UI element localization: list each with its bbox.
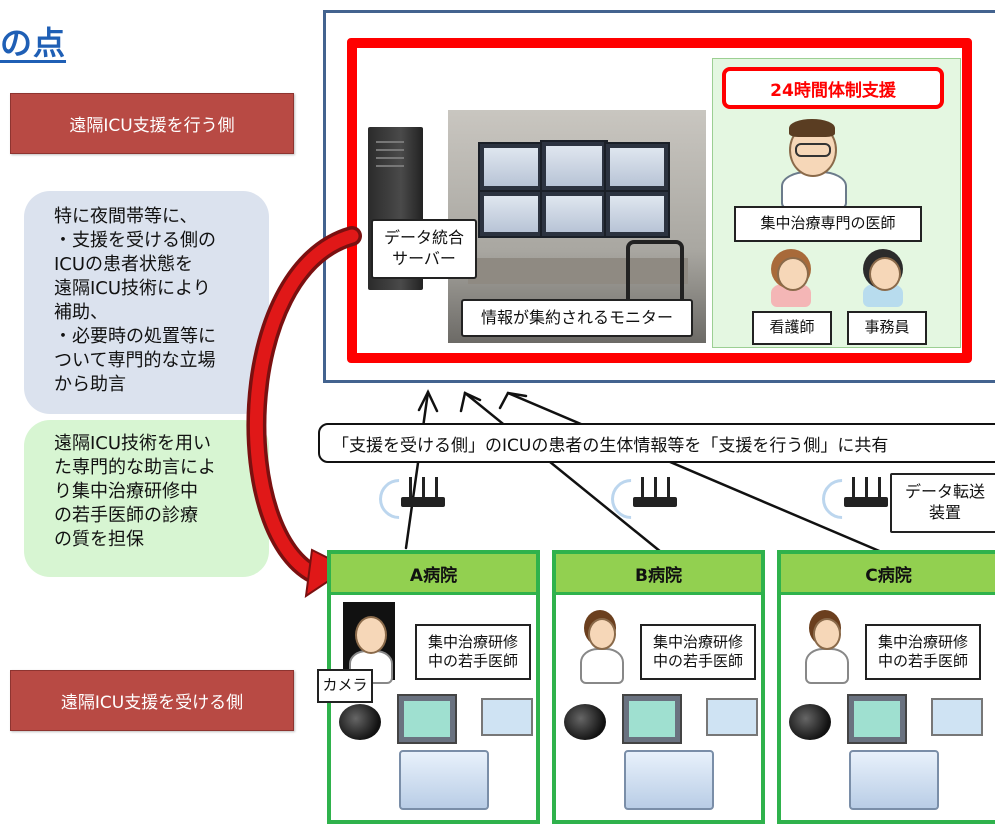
callout-line: た専門的な助言によ	[54, 456, 216, 478]
resident-label-line: 中の若手医師	[877, 652, 968, 670]
camera-label: カメラ	[317, 669, 373, 703]
callout-line: り集中治療研修中	[54, 480, 198, 502]
monitoring-room-photo	[448, 110, 706, 343]
hospital-name: B病院	[556, 554, 761, 595]
monitor-icon	[540, 140, 608, 192]
callout-line: の質を担保	[54, 528, 144, 550]
device-label-line: 装置	[928, 503, 961, 522]
resident-label-line: 中の若手医師	[427, 652, 518, 670]
support-flow-arrow-icon	[246, 226, 362, 599]
hospital-b-panel: B病院 集中治療研修中の若手医師	[552, 550, 765, 824]
callout-line: ついて専門的な立場	[54, 349, 216, 371]
computer-icon	[931, 698, 983, 736]
callout-line: 遠隔ICU技術により	[54, 277, 211, 299]
monitor-icon	[478, 190, 544, 238]
camera-icon	[339, 704, 381, 740]
connector-line-a	[404, 390, 430, 550]
vital-monitor-icon	[397, 694, 457, 744]
callout-line: ICUの患者状態を	[54, 253, 194, 275]
doctor-icon	[767, 117, 857, 209]
server-label-line: サーバー	[392, 249, 456, 268]
resident-label: 集中治療研修中の若手医師	[865, 624, 981, 680]
resident-label: 集中治療研修中の若手医師	[640, 624, 756, 680]
hospital-name: A病院	[331, 554, 536, 595]
router-icon	[370, 470, 451, 528]
resident-label-line: 集中治療研修	[877, 633, 968, 652]
arrowhead-b-icon	[459, 391, 482, 413]
hospital-c-panel: C病院 集中治療研修中の若手医師	[777, 550, 995, 824]
data-transfer-device-label: データ転送装置	[890, 473, 995, 533]
data-sharing-banner: 「支援を受ける側」のICUの患者の生体情報等を「支援を行う側」に共有	[318, 423, 995, 463]
nurse-label: 看護師	[752, 311, 832, 345]
arrowhead-a-icon	[417, 389, 439, 413]
resident-label-line: 中の若手医師	[652, 652, 743, 670]
hospital-name: C病院	[781, 554, 995, 595]
night-support-callout: 特に夜間帯等に、 ・支援を受ける側の ICUの患者状態を 遠隔ICU技術により …	[24, 191, 269, 414]
router-icon	[813, 470, 894, 528]
doctor-label: 集中治療専門の医師	[734, 206, 922, 242]
resident-doctor-icon	[576, 608, 624, 684]
vital-monitor-icon	[847, 694, 907, 744]
server-label-line: データ統合	[383, 228, 464, 248]
support-24h-label: 24時間体制支援	[722, 67, 944, 109]
callout-line: の若手医師の診療	[54, 504, 198, 526]
patient-bed-icon	[849, 750, 939, 810]
monitor-icon	[604, 142, 670, 192]
callout-line: 遠隔ICU技術を用い	[54, 433, 212, 454]
patient-bed-icon	[399, 750, 489, 810]
callout-line: から助言	[54, 373, 126, 395]
hospital-a-panel: A病院 集中治療研修中の若手医師	[327, 550, 540, 824]
patient-bed-icon	[624, 750, 714, 810]
quality-callout: 遠隔ICU技術を用い た専門的な助言によ り集中治療研修中 の若手医師の診療 の…	[24, 420, 269, 577]
receiving-side-label: 遠隔ICU支援を受ける側	[10, 670, 294, 731]
monitor-label: 情報が集約されるモニター	[461, 299, 693, 337]
resident-label: 集中治療研修中の若手医師	[415, 624, 531, 680]
camera-icon	[564, 704, 606, 740]
resident-label-line: 集中治療研修	[652, 633, 743, 652]
callout-line: ・支援を受ける側の	[54, 229, 216, 251]
camera-icon	[789, 704, 831, 740]
callout-line: ・必要時の処置等に	[54, 325, 216, 347]
resident-label-line: 集中治療研修	[427, 633, 518, 652]
arrowhead-c-icon	[498, 391, 528, 410]
resident-doctor-icon	[801, 608, 849, 684]
vital-monitor-icon	[622, 694, 682, 744]
nurse-icon	[763, 249, 819, 309]
support-side-label: 遠隔ICU支援を行う側	[10, 93, 294, 154]
resident-doctor-icon	[343, 602, 395, 684]
clerk-icon	[855, 249, 911, 309]
callout-line: 補助、	[54, 301, 108, 323]
computer-icon	[706, 698, 758, 736]
desk	[468, 258, 688, 284]
chair-icon	[626, 240, 684, 324]
connector-line-c	[506, 391, 886, 555]
support-center-highlight	[347, 38, 972, 363]
page-title: の点	[0, 24, 67, 62]
device-label-line: データ転送	[904, 482, 985, 502]
server-label: データ統合サーバー	[371, 219, 477, 279]
computer-icon	[481, 698, 533, 736]
connector-line-b	[463, 391, 663, 554]
callout-line: 特に夜間帯等に、	[54, 206, 198, 227]
monitor-icon	[604, 190, 670, 238]
router-icon	[602, 470, 683, 528]
monitor-icon	[478, 142, 544, 192]
monitor-icon	[540, 190, 608, 238]
clerk-label: 事務員	[847, 311, 927, 345]
